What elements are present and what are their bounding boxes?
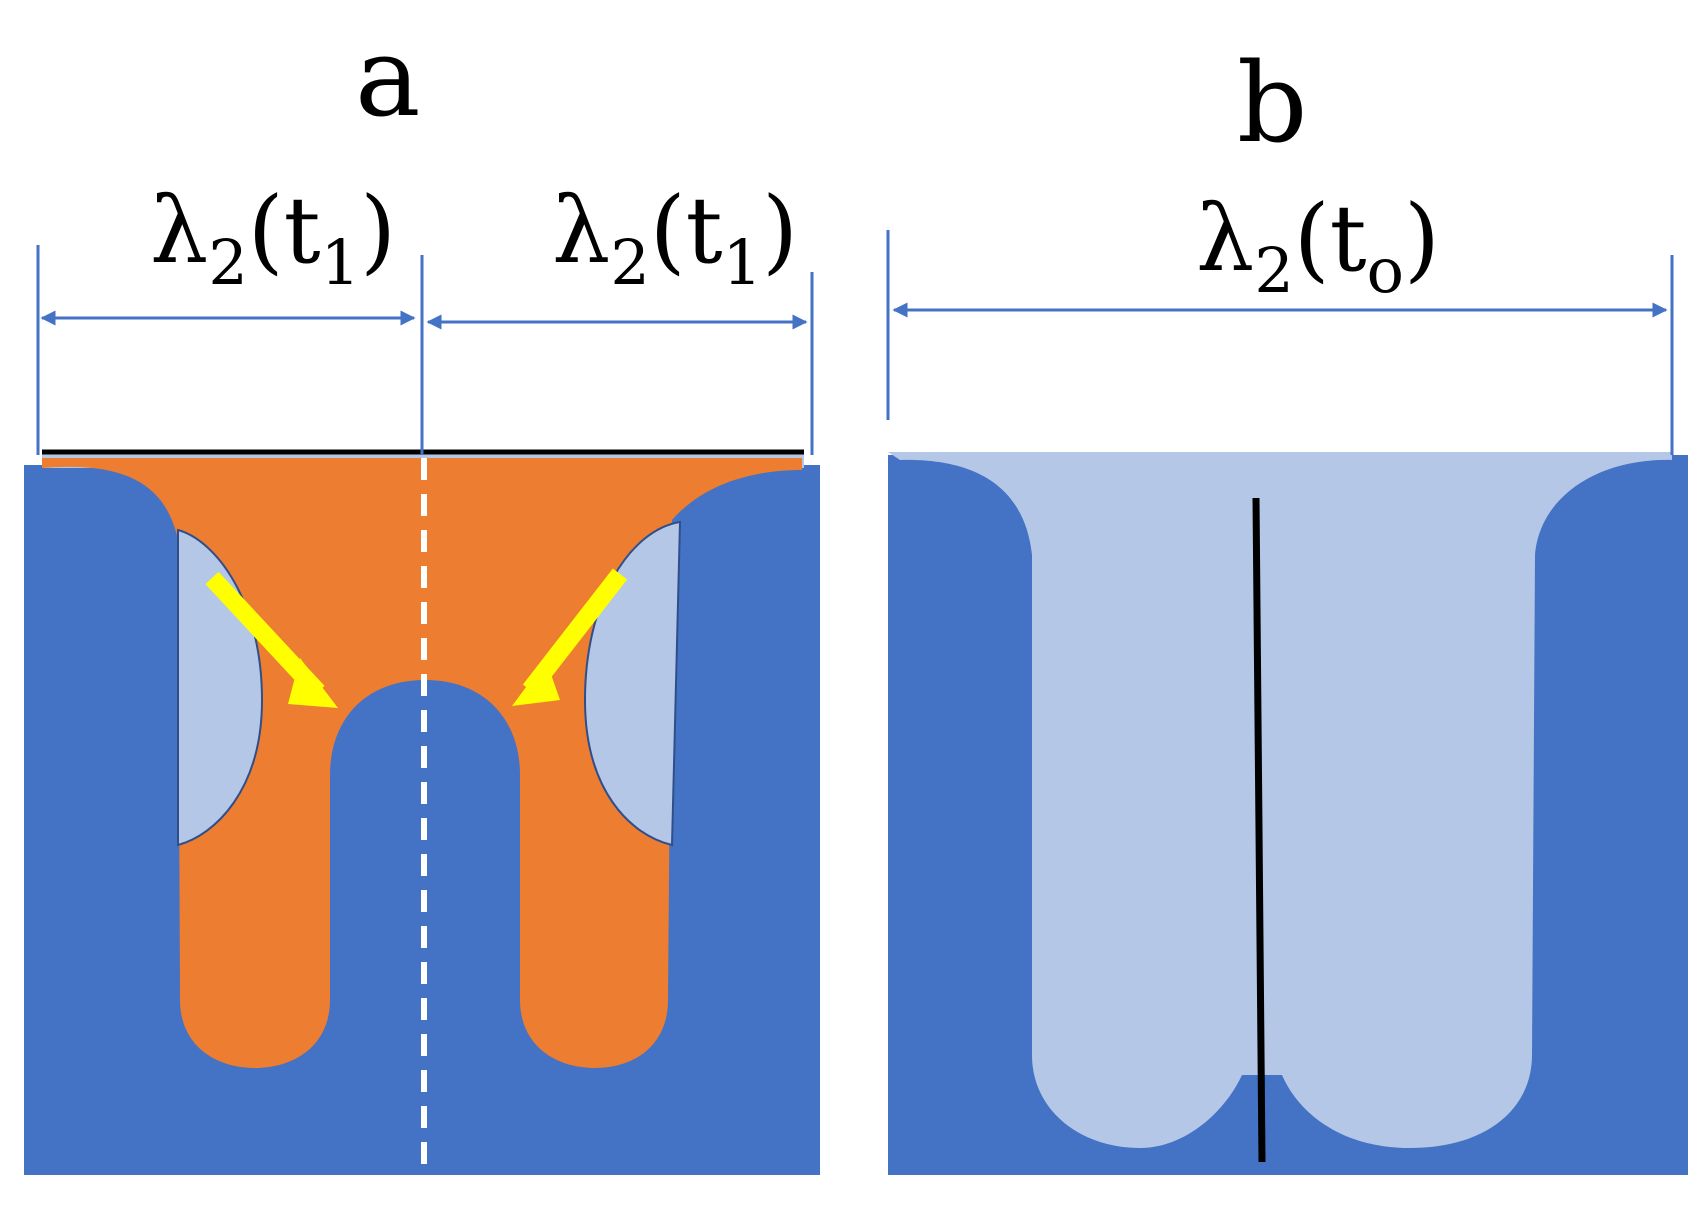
panel-a-right-flow-arrowhead xyxy=(512,660,560,706)
panel-a-label: a xyxy=(355,13,421,141)
panel-a: λ2(t1) λ2(t1) xyxy=(24,177,820,1178)
panel-b-dimension-label: λ2(to) xyxy=(1196,185,1440,307)
panel-b-liquid xyxy=(888,452,1672,1148)
panel-a-left-flow-arrowhead xyxy=(288,658,338,708)
panel-b-label: b xyxy=(1237,39,1308,167)
panel-b: λ2(to) xyxy=(886,185,1688,1175)
panel-b-grain-boundary xyxy=(1252,497,1266,1163)
panel-a-right-dimension-label: λ2(t1) xyxy=(552,177,798,299)
panel-a-left-dimension-label: λ2(t1) xyxy=(150,177,396,299)
